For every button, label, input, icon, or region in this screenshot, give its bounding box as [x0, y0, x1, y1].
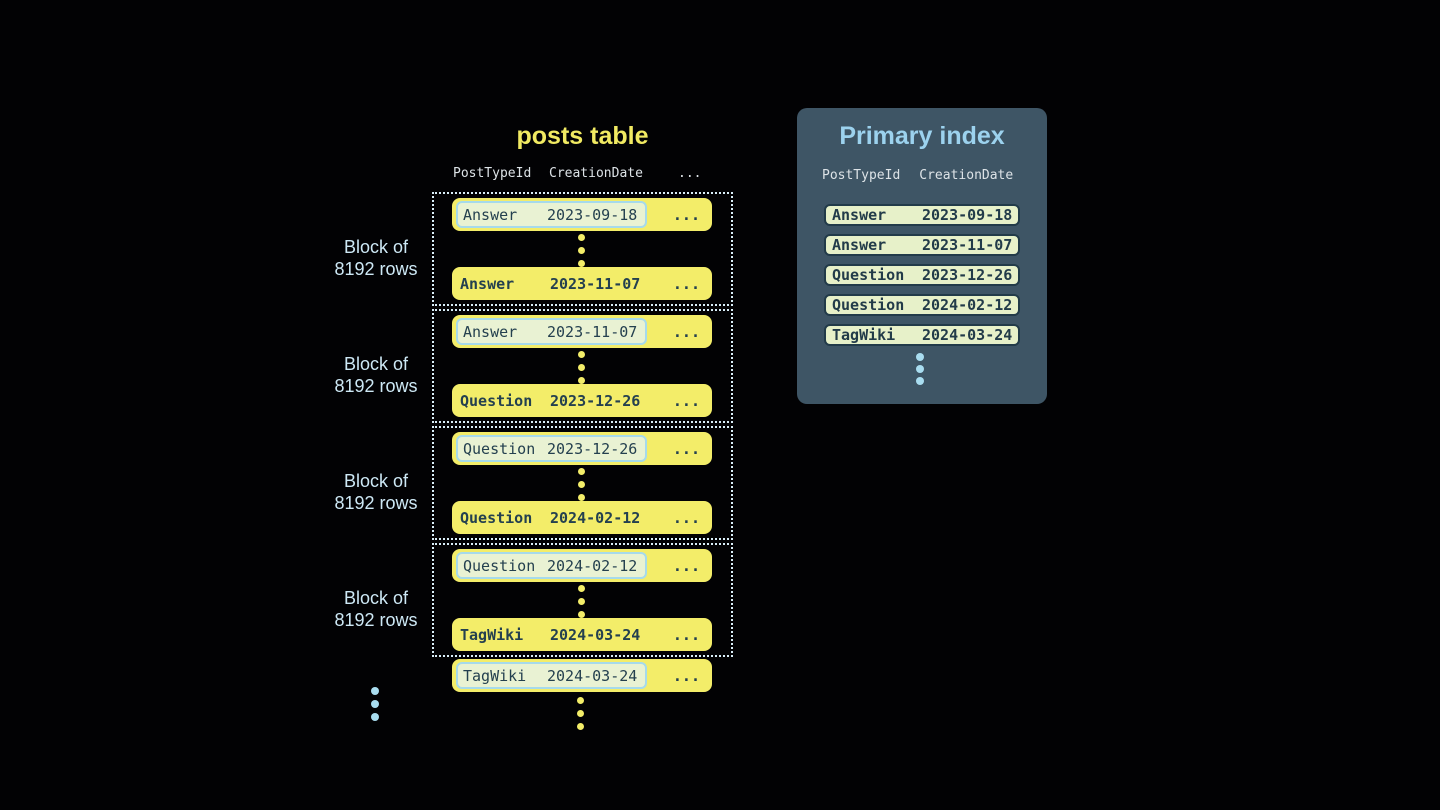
row-ellipsis: ...: [672, 556, 700, 575]
creationdate-value: 2023-12-26: [550, 391, 641, 410]
more-entries-dots: [916, 353, 924, 385]
block-first-row: Question 2023-12-26 ...: [452, 432, 712, 465]
posttypeid-value: TagWiki: [460, 625, 524, 644]
creationdate-value: 2024-03-24: [547, 666, 638, 685]
row-ellipsis: ...: [672, 205, 700, 224]
row-ellipsis: ...: [672, 439, 700, 458]
index-entry-highlight: Question 2024-02-12: [456, 552, 648, 579]
posttypeid-value: Question: [463, 556, 536, 575]
creationdate-value: 2024-02-12: [922, 296, 1013, 314]
index-entry: Question 2024-02-12: [824, 294, 1020, 316]
posttypeid-value: Answer: [463, 322, 518, 341]
posttypeid-value: TagWiki: [832, 326, 896, 344]
index-entry-highlight: Question 2023-12-26: [456, 435, 648, 462]
block-first-row: Question 2024-02-12 ...: [452, 549, 712, 582]
posts-table-title: posts table: [516, 122, 649, 150]
column-header-posttypeid: PostTypeId: [822, 168, 901, 183]
index-entry: Answer 2023-11-07: [824, 234, 1020, 256]
block-label-line2: 8192 rows: [334, 376, 418, 396]
index-entry: Question 2023-12-26: [824, 264, 1020, 286]
block-label-line2: 8192 rows: [334, 610, 418, 630]
more-blocks-dots: [371, 687, 379, 721]
creationdate-value: 2024-02-12: [547, 556, 638, 575]
row-block: Answer 2023-11-07 ... Question 2023-12-26 …: [432, 309, 733, 423]
row-ellipsis: ...: [672, 625, 700, 644]
row-ellipsis: ...: [672, 391, 700, 410]
hidden-rows-dots: [578, 234, 585, 267]
creationdate-value: 2023-12-26: [547, 439, 638, 458]
creationdate-value: 2023-11-07: [922, 236, 1013, 254]
row-block: Question 2023-12-26 ... Question 2024-02-1…: [432, 426, 733, 540]
column-header-ellipsis: ...: [678, 166, 702, 181]
posttypeid-value: Question: [832, 266, 905, 284]
block-label-line2: 8192 rows: [334, 259, 418, 279]
posttypeid-value: Answer: [832, 236, 887, 254]
creationdate-value: 2023-09-18: [922, 206, 1013, 224]
posttypeid-value: Question: [832, 296, 905, 314]
block-label: Block of 8192 rows: [296, 236, 456, 280]
more-rows-dots: [577, 697, 584, 730]
column-header-posttypeid: PostTypeId: [453, 166, 532, 181]
block-first-row: Answer 2023-09-18 ...: [452, 198, 712, 231]
posttypeid-value: Question: [460, 391, 533, 410]
posttypeid-value: Answer: [460, 274, 515, 293]
index-entry-highlight: Answer 2023-11-07: [456, 318, 648, 345]
column-header-creationdate: CreationDate: [919, 168, 1014, 183]
row-ellipsis: ...: [672, 274, 700, 293]
posttypeid-value: Answer: [832, 206, 887, 224]
index-entry-highlight: TagWiki 2024-03-24: [456, 662, 648, 689]
posttypeid-value: Answer: [463, 205, 518, 224]
block-first-row: Answer 2023-11-07 ...: [452, 315, 712, 348]
posttypeid-value: Question: [460, 508, 533, 527]
row-block: Answer 2023-09-18 ... Answer 2023-11-07 ..…: [432, 192, 733, 306]
block-last-row: Question 2024-02-12 ...: [452, 501, 712, 534]
hidden-rows-dots: [578, 351, 585, 384]
hidden-rows-dots: [578, 585, 585, 618]
primary-index-title: Primary index: [839, 122, 1005, 150]
index-entry: Answer 2023-09-18: [824, 204, 1020, 226]
row-ellipsis: ...: [672, 322, 700, 341]
column-header-creationdate: CreationDate: [549, 166, 643, 181]
block-label-line1: Block of: [343, 588, 409, 608]
row-ellipsis: ...: [672, 508, 700, 527]
table-row-trailing: TagWiki 2024-03-24 ...: [452, 659, 712, 692]
creationdate-value: 2023-12-26: [922, 266, 1013, 284]
primary-index-header: PostTypeId CreationDate: [822, 168, 1013, 183]
block-last-row: Question 2023-12-26 ...: [452, 384, 712, 417]
row-ellipsis: ...: [672, 666, 700, 685]
row-block: Question 2024-02-12 ... TagWiki 2024-03-24…: [432, 543, 733, 657]
block-label: Block of 8192 rows: [296, 470, 456, 514]
index-entry: TagWiki 2024-03-24: [824, 324, 1020, 346]
block-label-line1: Block of: [343, 237, 409, 257]
block-label: Block of 8192 rows: [296, 587, 456, 631]
block-label-line1: Block of: [343, 354, 409, 374]
block-label-line2: 8192 rows: [334, 493, 418, 513]
block-label-line1: Block of: [343, 471, 409, 491]
block-label: Block of 8192 rows: [296, 353, 456, 397]
creationdate-value: 2023-09-18: [547, 205, 638, 224]
creationdate-value: 2024-03-24: [922, 326, 1013, 344]
primary-index-panel: Primary index PostTypeId CreationDate An…: [797, 108, 1047, 404]
block-last-row: TagWiki 2024-03-24 ...: [452, 618, 712, 651]
block-last-row: Answer 2023-11-07 ...: [452, 267, 712, 300]
hidden-rows-dots: [578, 468, 585, 501]
index-entry-highlight: Answer 2023-09-18: [456, 201, 648, 228]
creationdate-value: 2023-11-07: [547, 322, 638, 341]
creationdate-value: 2023-11-07: [550, 274, 641, 293]
posttypeid-value: TagWiki: [463, 666, 527, 685]
posttypeid-value: Question: [463, 439, 536, 458]
creationdate-value: 2024-02-12: [550, 508, 641, 527]
creationdate-value: 2024-03-24: [550, 625, 641, 644]
